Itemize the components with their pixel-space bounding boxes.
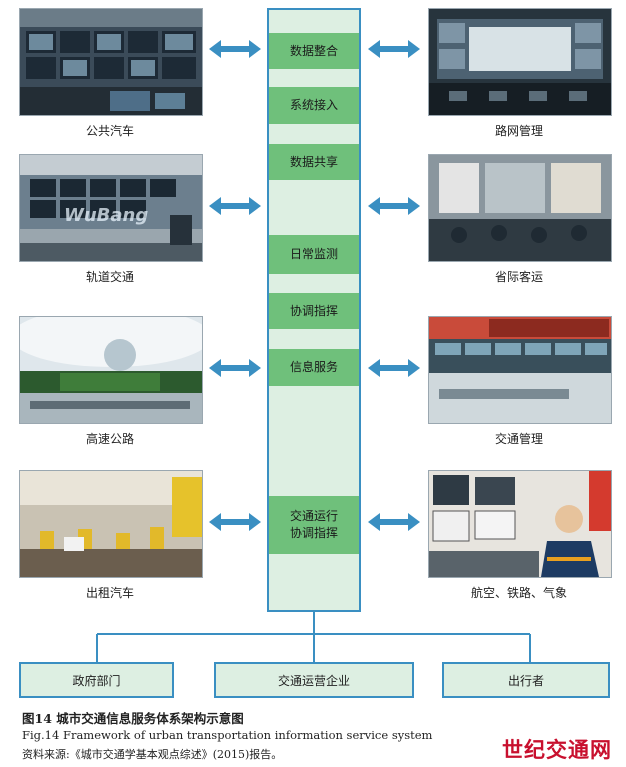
watermark: 世纪交通网 <box>502 734 612 764</box>
bottom-box-travelers: 出行者 <box>442 662 610 698</box>
figure-title-en: Fig.14 Framework of urban transportation… <box>22 728 432 742</box>
figure-title-cn: 图14 城市交通信息服务体系架构示意图 <box>22 708 244 727</box>
bottom-box-government: 政府部门 <box>19 662 174 698</box>
figure-source: 资料来源:《城市交通学基本观点综述》(2015)报告。 <box>22 746 282 762</box>
bottom-box-operators: 交通运营企业 <box>214 662 414 698</box>
